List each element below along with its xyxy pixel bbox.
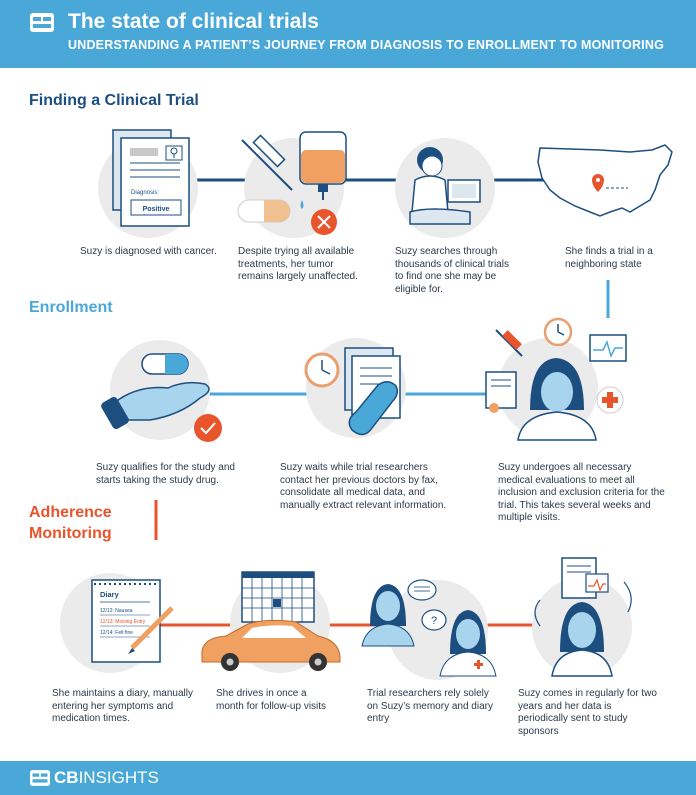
phone-icon	[348, 381, 399, 436]
patient-avatar-regular-icon	[551, 602, 613, 677]
section-title-enrollment: Enrollment	[29, 299, 113, 316]
footer-banner: CBINSIGHTS	[0, 761, 696, 795]
diary-entry-1: 12/12: Nausea	[100, 608, 133, 614]
cycle-arrow-left-icon	[534, 599, 541, 627]
location-pin-icon	[592, 174, 604, 192]
car-icon	[201, 619, 341, 671]
section-title-adherence-line1: Adherence	[29, 504, 112, 521]
hand-pill-icon	[101, 353, 210, 430]
diary-entry-2: 12/13: Missing Entry	[100, 619, 146, 625]
checkmark-icon	[194, 414, 222, 442]
drop-icon	[300, 200, 304, 209]
diary-title: Diary	[100, 590, 120, 599]
speech-bubble-icon	[407, 579, 437, 601]
caption-fax: Suzy waits while trial researchers conta…	[280, 462, 447, 511]
diary-icon: Diary 12/12: Nausea 12/13: Missing Entry…	[91, 579, 161, 663]
iv-bag-icon	[299, 131, 347, 200]
footer-brand[interactable]: CBINSIGHTS	[54, 768, 159, 788]
us-map-icon	[537, 144, 673, 217]
section-title-adherence-line2: Monitoring	[29, 525, 112, 542]
diagnosis-label: Diagnosis:	[131, 190, 159, 196]
diagnosis-result: Positive	[143, 206, 170, 213]
medical-cross-icon	[596, 386, 624, 414]
section-title-adherence: Adherence Monitoring	[29, 502, 149, 544]
page-title: The state of clinical trials	[68, 10, 319, 33]
footer-brand-rest: INSIGHTS	[78, 768, 159, 787]
caption-evaluations: Suzy undergoes all necessary medical eva…	[498, 462, 665, 523]
x-mark-icon	[311, 209, 337, 235]
caption-regular-visits: Suzy comes in regularly for two years an…	[518, 688, 657, 737]
header-banner: The state of clinical trials UNDERSTANDI…	[0, 0, 696, 68]
caption-drug: Suzy qualifies for the study and starts …	[96, 462, 235, 486]
caption-drive: She drives in once a month for follow-up…	[216, 688, 327, 712]
heart-monitor-icon	[589, 334, 627, 362]
cycle-arrow-right-icon	[623, 581, 632, 613]
calendar-icon	[241, 571, 315, 623]
cb-logo-footer-icon	[30, 770, 50, 786]
section-title-finding: Finding a Clinical Trial	[29, 92, 199, 109]
syringe-small-icon	[495, 329, 523, 357]
svg-text:?: ?	[431, 615, 437, 627]
page-subtitle: UNDERSTANDING A PATIENT’S JOURNEY FROM D…	[68, 38, 665, 52]
clock-icon	[304, 352, 340, 388]
caption-diagnosis: Suzy is diagnosed with cancer.	[80, 246, 217, 257]
journey-illustrations: Diagnosis: Positive	[60, 129, 673, 680]
caption-treatments: Despite trying all available treatments,…	[238, 246, 358, 282]
diary-entry-3: 12/14: Felt fine	[100, 630, 133, 636]
person-laptop-icon	[409, 147, 481, 225]
cb-logo-icon	[30, 13, 54, 32]
pencil-icon	[128, 606, 174, 654]
caption-search: Suzy searches through thousands of clini…	[395, 246, 509, 295]
patient-avatar-icon	[517, 358, 597, 441]
clock-small-icon	[543, 317, 573, 347]
caption-diary: She maintains a diary, manually entering…	[52, 688, 193, 724]
diagnosis-document-icon: Diagnosis: Positive	[112, 129, 190, 227]
question-bubble-icon: ?	[421, 609, 447, 631]
researcher-icons	[361, 584, 497, 677]
syringe-icon	[241, 134, 293, 191]
footer-brand-bold: CB	[54, 768, 79, 787]
certificate-icon	[485, 371, 517, 413]
pill-icon	[237, 199, 291, 223]
caption-memory: Trial researchers rely solely on Suzy’s …	[367, 688, 493, 724]
caption-neighboring-state: She finds a trial in a neighboring state	[565, 246, 653, 270]
data-report-icon	[561, 557, 609, 599]
